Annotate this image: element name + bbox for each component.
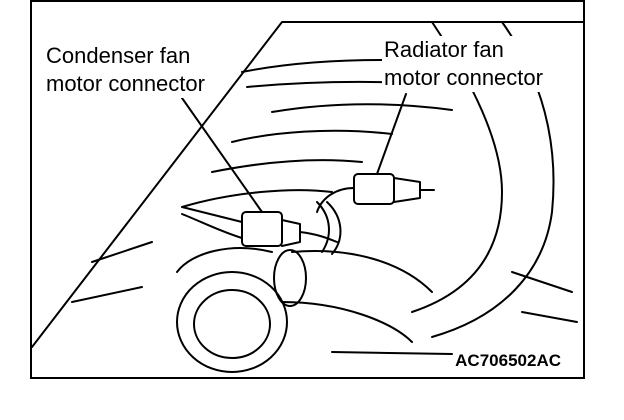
condenser-wire — [181, 206, 243, 223]
radiator-callout-line2: motor connector — [384, 65, 543, 90]
condenser-leader-line — [181, 97, 263, 213]
engine-bay-illustration — [32, 21, 583, 373]
radiator-leader-line — [376, 93, 407, 175]
hose-end — [273, 249, 307, 307]
radiator-connector-callout: Radiator fan motor connector — [382, 36, 545, 92]
radiator-cap-inner — [193, 289, 271, 359]
radiator-wire — [316, 187, 355, 213]
radiator-connector-body — [353, 173, 395, 205]
figure-code: AC706502AC — [453, 351, 563, 371]
condenser-connector-callout: Condenser fan motor connector — [44, 42, 207, 98]
condenser-connector-body — [241, 211, 283, 247]
figure-frame: Condenser fan motor connector Radiator f… — [30, 0, 585, 379]
body-panel-edge — [32, 21, 583, 348]
radiator-cap-outer — [176, 271, 288, 373]
condenser-callout-line1: Condenser fan — [46, 43, 191, 68]
radiator-callout-line1: Radiator fan — [384, 37, 504, 62]
condenser-callout-line2: motor connector — [46, 71, 205, 96]
